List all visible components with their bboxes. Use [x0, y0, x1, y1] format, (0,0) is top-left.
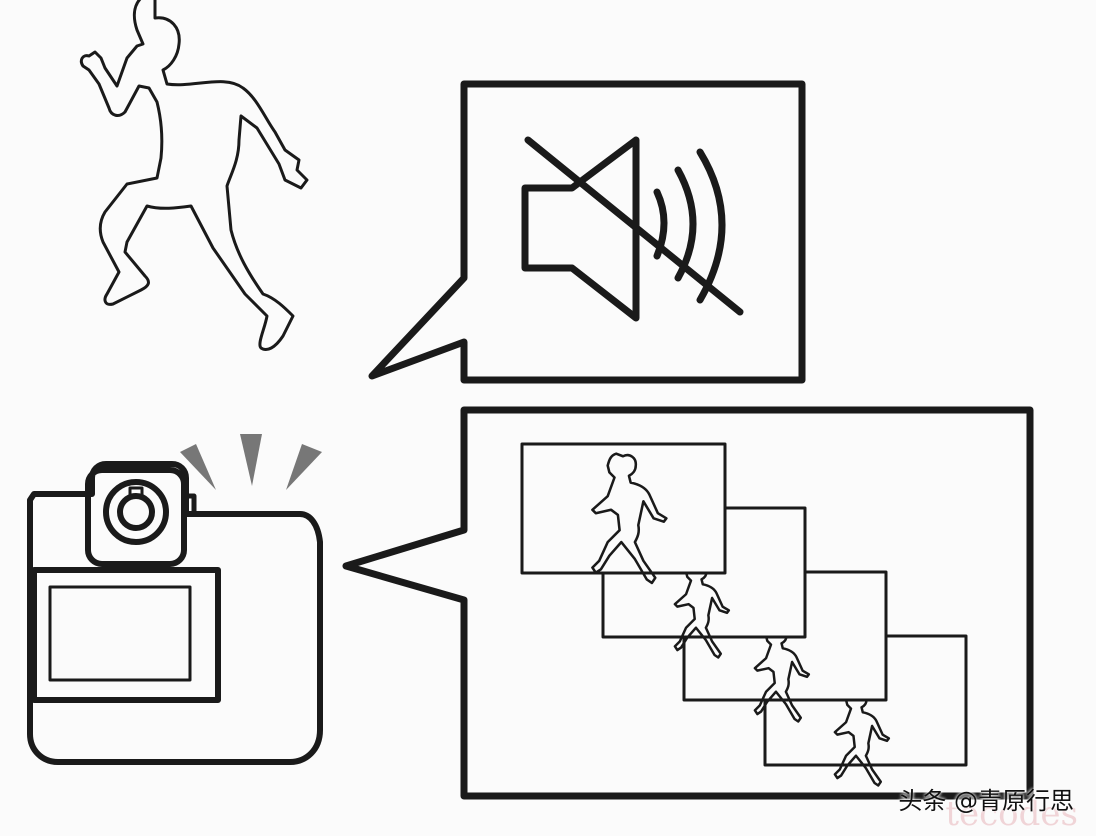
camera-icon	[27, 461, 323, 765]
flash-burst-icon	[180, 434, 322, 490]
speech-bubble-mute	[368, 80, 806, 384]
running-person-icon	[79, 0, 309, 351]
watermark-secondary: tecodes	[945, 794, 1078, 834]
mute-speaker-icon	[521, 136, 744, 322]
speech-bubble-burst	[342, 406, 1034, 800]
burst-frames-icon	[520, 442, 968, 787]
frame-1	[520, 442, 727, 585]
watermark: 头条 @青原行思	[898, 787, 1074, 815]
